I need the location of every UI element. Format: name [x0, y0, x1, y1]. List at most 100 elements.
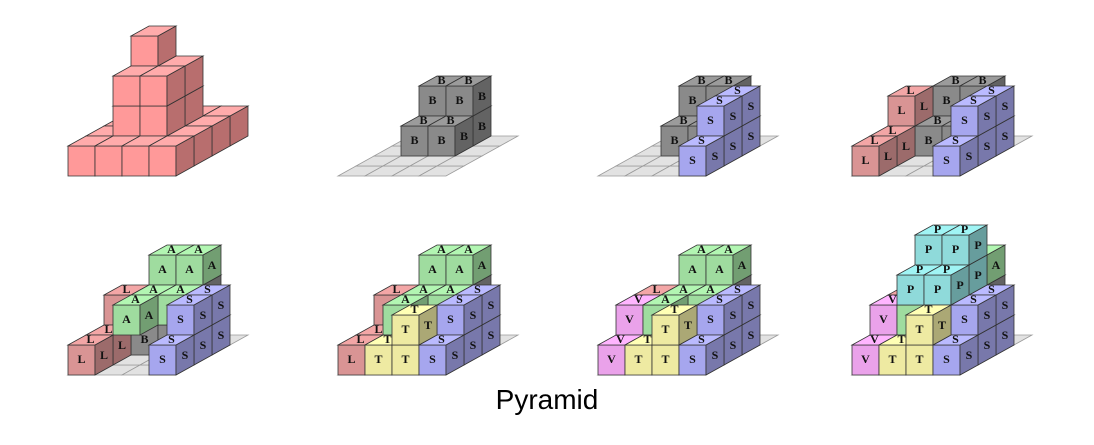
- cube-letter: S: [943, 352, 950, 366]
- cube-letter: B: [437, 133, 445, 147]
- cube-letter: A: [724, 242, 733, 256]
- cube-letter: S: [707, 113, 714, 127]
- cube-letter: T: [643, 332, 651, 346]
- cube-letter: S: [716, 93, 723, 107]
- cube: [129, 25, 178, 67]
- cube-letter: S: [716, 292, 723, 306]
- cube-letter: L: [77, 352, 85, 366]
- cube-letter: T: [684, 318, 692, 332]
- cube-letter: B: [679, 113, 687, 127]
- cube-letter: L: [897, 103, 905, 117]
- cube-letter: S: [748, 298, 755, 312]
- cube-letter: T: [670, 302, 678, 316]
- cube-letter: S: [970, 93, 977, 107]
- cube-letter: V: [616, 332, 625, 346]
- cube-letter: S: [730, 139, 737, 153]
- cube-letter: T: [924, 302, 932, 316]
- pyramid-puzzle-diagram: BBBBBBBBBBBBBBBBBBBBBBBBBBBBBBBBBBBBSSSS…: [66, 25, 1034, 376]
- cube-letter: A: [208, 258, 217, 272]
- cube-letter: S: [159, 352, 166, 366]
- cube-letter: T: [401, 322, 409, 336]
- cube-letter: P: [952, 242, 959, 256]
- cube-letter: T: [424, 318, 432, 332]
- cube-letter: S: [470, 338, 477, 352]
- cube-letter: T: [661, 322, 669, 336]
- cube-letter: S: [470, 308, 477, 322]
- cube-letter: V: [888, 292, 897, 306]
- cube-letter: A: [446, 282, 455, 296]
- cube-letter: S: [429, 352, 436, 366]
- cube-letter: S: [734, 83, 741, 97]
- cube-letter: T: [915, 352, 923, 366]
- cube-top-face: [695, 294, 744, 306]
- cube-top-face: [381, 294, 430, 306]
- cube-letter: L: [100, 348, 108, 362]
- cube-letter: P: [934, 282, 941, 296]
- cube-top-face: [165, 294, 214, 306]
- cube-top-face: [444, 75, 493, 87]
- cube-top-face: [940, 224, 989, 236]
- cube-letter: L: [86, 332, 94, 346]
- figure-caption: Pyramid: [495, 384, 599, 415]
- cube-letter: S: [952, 332, 959, 346]
- cube-letter: S: [488, 298, 495, 312]
- cube-letter: S: [452, 348, 459, 362]
- cube-letter: P: [943, 262, 950, 276]
- cube-letter: A: [679, 282, 688, 296]
- cube-top-face: [147, 135, 196, 147]
- panel-step-1: BBBBBBBBBBBBBBBBBB: [336, 73, 520, 177]
- cube-letter: B: [140, 332, 148, 346]
- cube-letter: S: [712, 149, 719, 163]
- cube-letter: S: [966, 348, 973, 362]
- cube-letter: S: [698, 332, 705, 346]
- cube-front-face: [130, 35, 159, 67]
- cube-letter: S: [182, 348, 189, 362]
- cube-letter: S: [168, 332, 175, 346]
- cube-letter: A: [185, 262, 194, 276]
- cube-letter: T: [897, 332, 905, 346]
- cube-letter: S: [961, 312, 968, 326]
- cube-letter: S: [218, 328, 225, 342]
- cube-letter: S: [177, 312, 184, 326]
- cube-letter: B: [942, 93, 950, 107]
- cube-letter: P: [961, 222, 968, 236]
- cube-letter: S: [1002, 298, 1009, 312]
- cube-letter: B: [924, 133, 932, 147]
- cube-letter: L: [884, 149, 892, 163]
- cube-top-face: [66, 334, 115, 346]
- cube-top-face: [695, 95, 744, 107]
- cube-top-face: [147, 334, 196, 346]
- cube-letter: S: [474, 282, 481, 296]
- cube-letter: A: [715, 262, 724, 276]
- cube-letter: A: [194, 242, 203, 256]
- cube-top-face: [904, 304, 953, 316]
- panel-step-2: BBBBBBBBBBBBBBBBBBSSSSSSSSSSSSSSS: [596, 73, 780, 177]
- cube-letter: B: [460, 129, 468, 143]
- cube-letter: S: [1002, 99, 1009, 113]
- cube-letter: S: [204, 282, 211, 296]
- cube-letter: L: [118, 338, 126, 352]
- cube-letter: S: [730, 109, 737, 123]
- cube-top-face: [444, 244, 493, 256]
- cube-front-face: [67, 145, 96, 177]
- cube-letter: B: [697, 73, 705, 87]
- panel-step-4: LLLBBBBBBBBBBBBAAAAAALLLBBBBBBSSSLLLAAAA…: [66, 242, 250, 376]
- cube-front-face: [112, 75, 141, 107]
- cube-letter: S: [186, 292, 193, 306]
- cube-front-face: [121, 145, 150, 177]
- cube-top-face: [641, 294, 690, 306]
- cube-letter: T: [938, 318, 946, 332]
- cube-letter: S: [988, 282, 995, 296]
